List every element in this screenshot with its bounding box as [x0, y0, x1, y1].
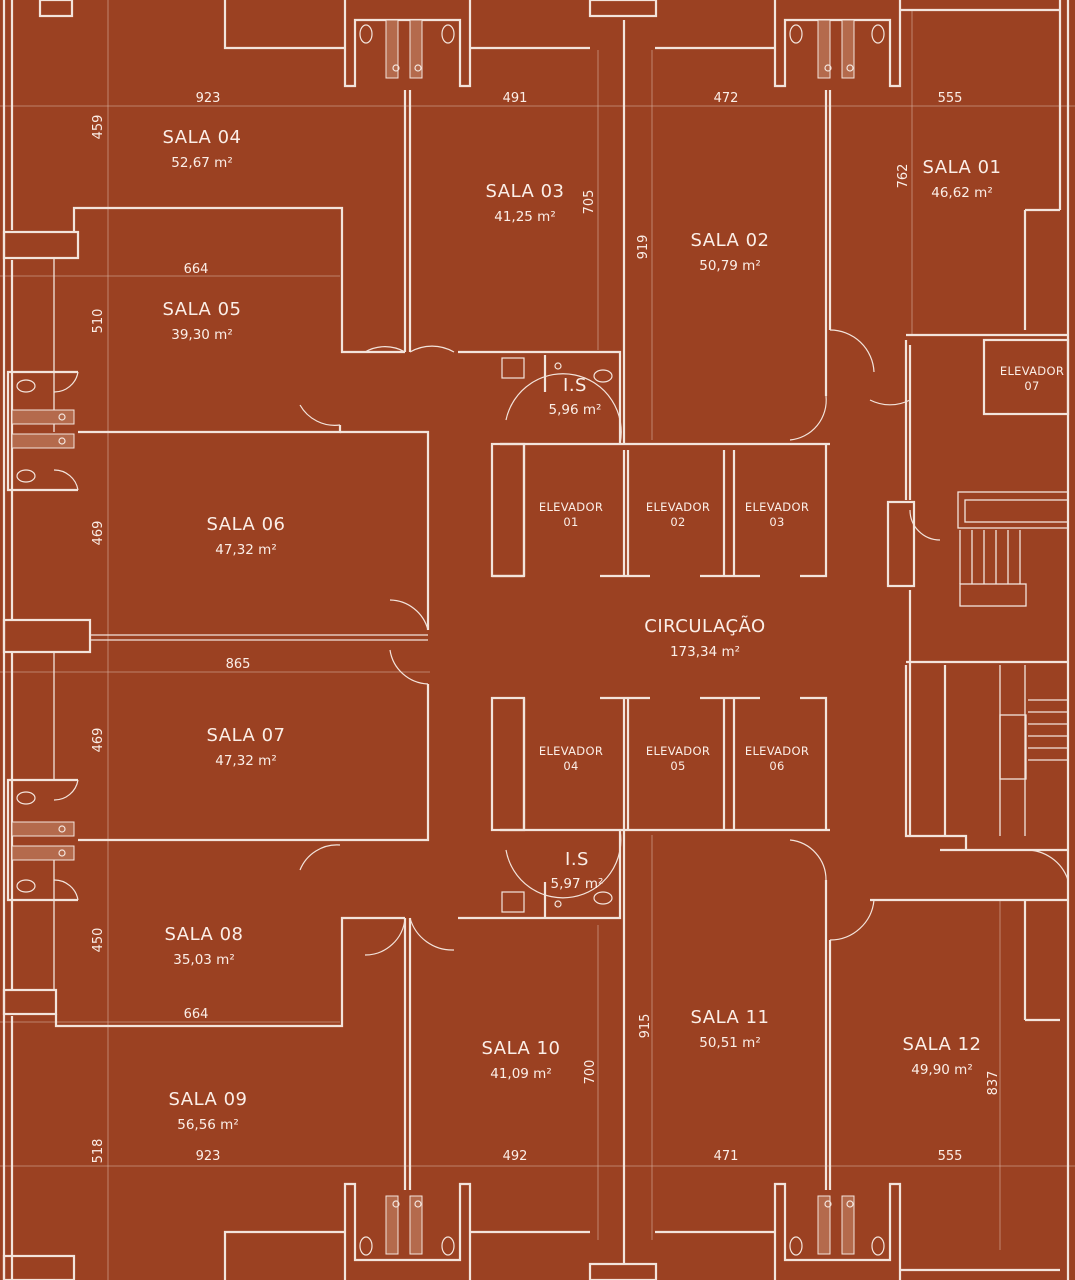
dim-v-762: 762	[896, 164, 911, 189]
room-area-sala-02: 50,79 m²	[699, 258, 761, 274]
room-name-sala-01: SALA 01	[923, 157, 1002, 178]
elevator-bank-lower	[490, 696, 830, 832]
room-name-sala-05: SALA 05	[163, 299, 242, 320]
dim-h-664-top: 664	[184, 262, 209, 277]
elevator-03-label: ELEVADOR	[745, 500, 809, 514]
elevator-01-label: ELEVADOR	[539, 500, 603, 514]
dim-bottom-555: 555	[938, 1149, 963, 1164]
is-fixtures-top	[501, 355, 613, 392]
elevator-02-number: 02	[670, 515, 685, 529]
restroom-left-upper	[6, 370, 78, 492]
elevator-05-label: ELEVADOR	[646, 744, 710, 758]
restroom-bottom-right	[773, 1182, 902, 1280]
room-area-is-top: 5,96 m²	[549, 402, 602, 418]
room-area-sala-11: 50,51 m²	[699, 1035, 761, 1051]
elevator-labels: ELEVADOR 01 ELEVADOR 02 ELEVADOR 03 ELEV…	[539, 364, 1064, 773]
elevator-04-label: ELEVADOR	[539, 744, 603, 758]
is-fixtures-bottom	[501, 882, 613, 918]
room-area-sala-04: 52,67 m²	[171, 155, 233, 171]
room-name-sala-04: SALA 04	[163, 127, 242, 148]
room-name-sala-10: SALA 10	[482, 1038, 561, 1059]
room-area-sala-05: 39,30 m²	[171, 327, 233, 343]
dim-v-459: 459	[91, 115, 106, 140]
room-area-sala-09: 56,56 m²	[177, 1117, 239, 1133]
room-name-is-bottom: I.S	[565, 849, 589, 870]
dim-v-705: 705	[582, 190, 597, 215]
dim-v-919: 919	[636, 235, 651, 260]
dim-bottom-471: 471	[714, 1149, 739, 1164]
room-area-sala-06: 47,32 m²	[215, 542, 277, 558]
elevator-03-number: 03	[769, 515, 784, 529]
dim-v-450: 450	[91, 928, 106, 953]
dim-top-491: 491	[503, 91, 528, 106]
room-labels: SALA 04 52,67 m² SALA 03 41,25 m² SALA 0…	[163, 127, 1002, 1133]
room-name-sala-08: SALA 08	[165, 924, 244, 945]
room-area-sala-03: 41,25 m²	[494, 209, 556, 225]
room-name-sala-11: SALA 11	[691, 1007, 770, 1028]
dim-h-865: 865	[226, 657, 251, 672]
dim-bottom-923: 923	[196, 1149, 221, 1164]
restroom-bottom-left	[343, 1182, 472, 1280]
room-area-is-bottom: 5,97 m²	[551, 876, 604, 892]
elevator-02-label: ELEVADOR	[646, 500, 710, 514]
dim-v-700: 700	[583, 1060, 598, 1085]
room-name-circulacao: CIRCULAÇÃO	[644, 615, 765, 637]
doors	[53, 329, 1069, 956]
elevator-07-number: 07	[1024, 379, 1039, 393]
elevator-07-label: ELEVADOR	[1000, 364, 1064, 378]
dim-v-915: 915	[638, 1014, 653, 1039]
restroom-top-right	[773, 0, 902, 88]
room-area-sala-07: 47,32 m²	[215, 753, 277, 769]
room-area-sala-12: 49,90 m²	[911, 1062, 973, 1078]
dimension-labels: 923 491 472 555 664 865 664 923 492 471 …	[91, 91, 1001, 1164]
dim-v-469-b: 469	[91, 728, 106, 753]
elevator-05-number: 05	[670, 759, 685, 773]
room-name-sala-09: SALA 09	[169, 1089, 248, 1110]
room-name-sala-03: SALA 03	[486, 181, 565, 202]
dim-v-837: 837	[986, 1071, 1001, 1096]
dim-top-472: 472	[714, 91, 739, 106]
room-name-is-top: I.S	[563, 375, 587, 396]
room-area-sala-08: 35,03 m²	[173, 952, 235, 968]
room-area-circulacao: 173,34 m²	[670, 644, 740, 660]
dim-top-923: 923	[196, 91, 221, 106]
dim-bottom-492: 492	[503, 1149, 528, 1164]
room-area-sala-10: 41,09 m²	[490, 1066, 552, 1082]
restroom-top-left	[343, 0, 472, 88]
dim-top-555: 555	[938, 91, 963, 106]
room-name-sala-02: SALA 02	[691, 230, 770, 251]
dim-v-510: 510	[91, 309, 106, 334]
elevator-04-number: 04	[563, 759, 578, 773]
elevator-06-number: 06	[769, 759, 784, 773]
elevator-06-label: ELEVADOR	[745, 744, 809, 758]
elevator-01-number: 01	[563, 515, 578, 529]
dim-h-664-bottom: 664	[184, 1007, 209, 1022]
room-name-sala-07: SALA 07	[207, 725, 286, 746]
stair-treads-lower	[1028, 699, 1068, 761]
dim-v-469-a: 469	[91, 521, 106, 546]
room-name-sala-12: SALA 12	[903, 1034, 982, 1055]
room-area-sala-01: 46,62 m²	[931, 185, 993, 201]
elevator-bank-upper	[490, 442, 830, 578]
room-name-sala-06: SALA 06	[207, 514, 286, 535]
dim-v-518: 518	[91, 1139, 106, 1164]
stair-treads-upper	[959, 530, 1021, 584]
restroom-left-lower	[6, 778, 78, 902]
